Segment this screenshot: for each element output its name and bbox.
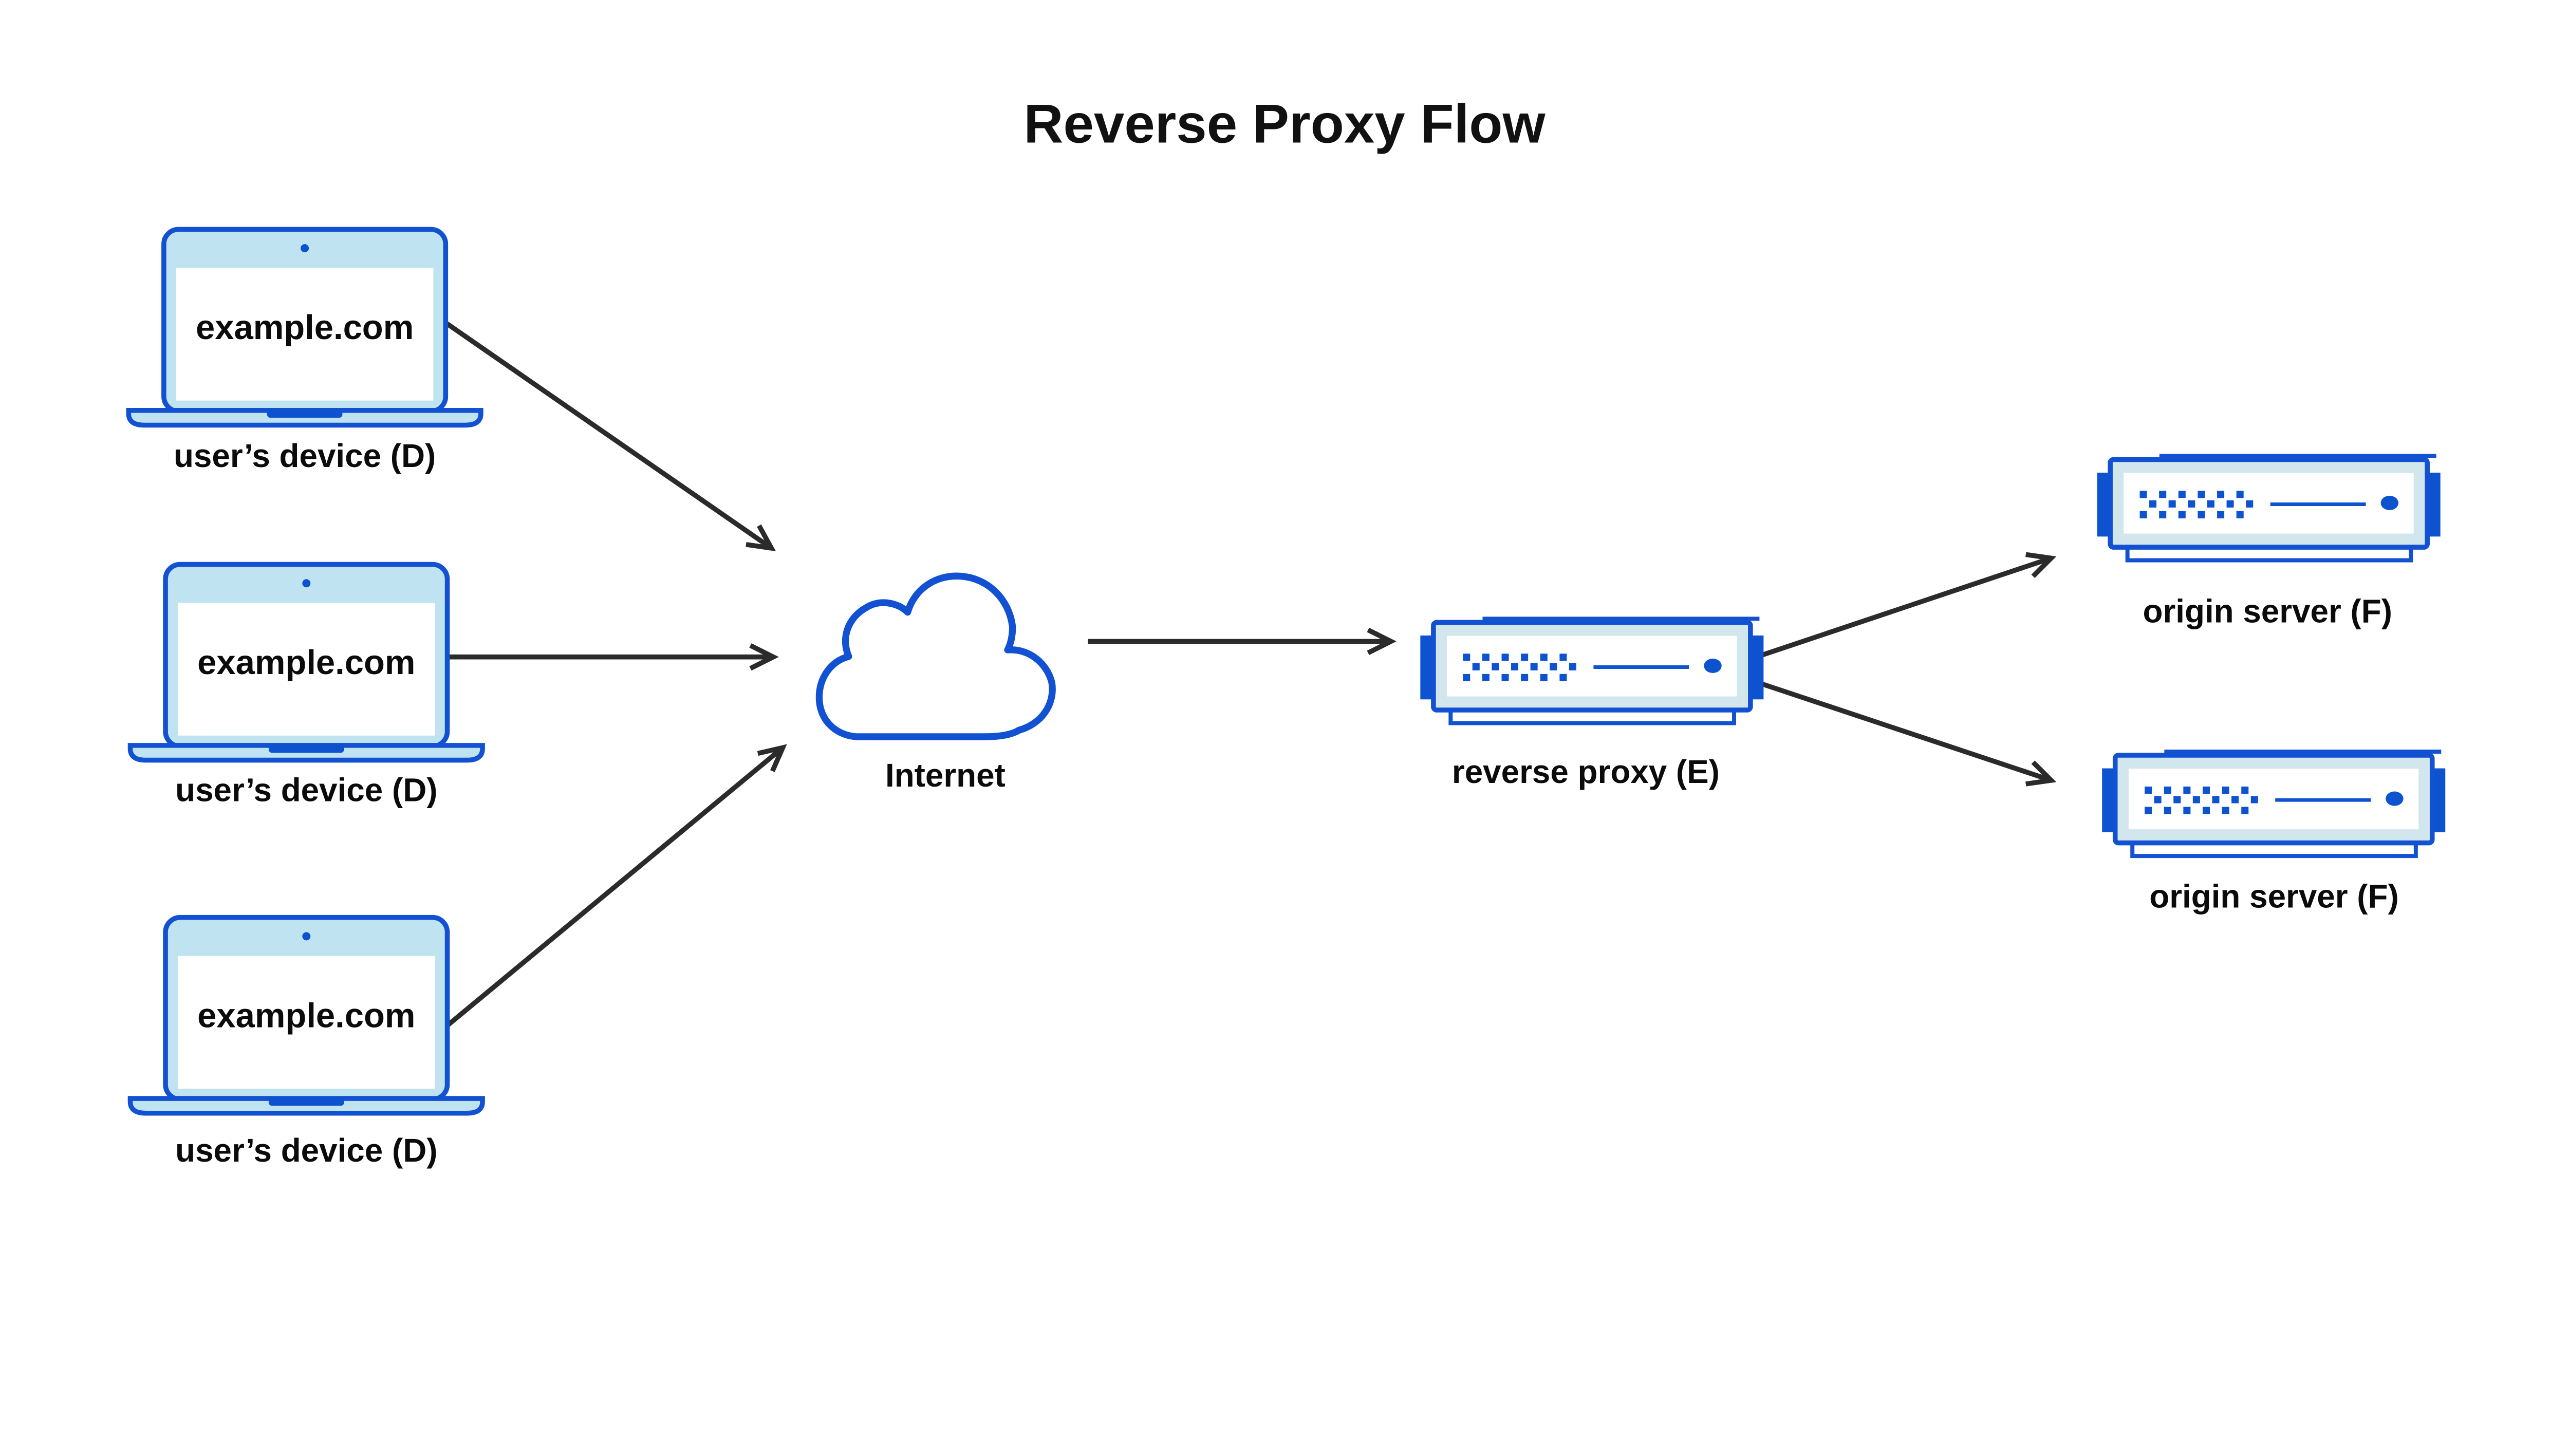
- node-reverse-proxy: reverse proxy (E): [1420, 619, 1763, 790]
- server-icon: [2102, 752, 2445, 856]
- flow-arrows: [444, 321, 2057, 1028]
- device3-label: user’s device (D): [175, 1132, 437, 1169]
- node-user-device-1: example.com user’s device (D): [128, 229, 481, 474]
- server-icon: [2097, 456, 2441, 560]
- arrow-proxy-to-origin2: [1759, 681, 2057, 787]
- internet-label: Internet: [885, 757, 1006, 794]
- diagram-canvas: Reverse Proxy Flow example.com user’s de…: [0, 92, 2569, 1169]
- device3-screen-text: example.com: [197, 996, 415, 1035]
- arrow-device1-to-internet: [444, 321, 776, 551]
- device2-label: user’s device (D): [175, 771, 437, 808]
- origin-server2-label: origin server (F): [2149, 878, 2398, 915]
- device1-label: user’s device (D): [174, 437, 436, 474]
- page-title: Reverse Proxy Flow: [1023, 92, 1546, 154]
- reverse-proxy-flow-diagram: Reverse Proxy Flow example.com user’s de…: [0, 92, 2569, 1169]
- device1-screen-text: example.com: [196, 308, 414, 347]
- cloud-icon: [815, 572, 1056, 740]
- origin-server1-label: origin server (F): [2143, 593, 2392, 630]
- server-icon: [1420, 619, 1763, 723]
- arrow-proxy-to-origin1: [1760, 552, 2057, 658]
- device2-screen-text: example.com: [197, 643, 415, 682]
- reverse-proxy-label: reverse proxy (E): [1452, 753, 1720, 790]
- node-user-device-3: example.com user’s device (D): [131, 918, 483, 1169]
- arrow-device3-to-internet: [445, 744, 787, 1028]
- node-origin-server-2: origin server (F): [2102, 752, 2445, 915]
- node-internet: Internet: [815, 572, 1056, 794]
- node-user-device-2: example.com user’s device (D): [131, 565, 483, 808]
- node-origin-server-1: origin server (F): [2097, 456, 2441, 630]
